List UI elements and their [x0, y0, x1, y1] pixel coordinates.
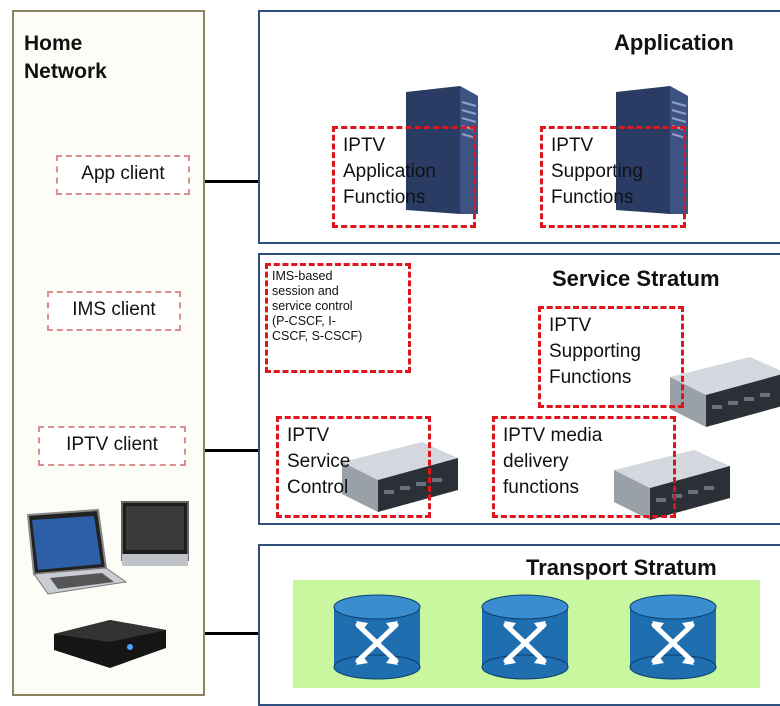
router-icon [629, 594, 717, 680]
service-stratum-title: Service Stratum [552, 266, 720, 291]
app-client: App client [56, 155, 190, 195]
rack-server-icon [614, 450, 730, 520]
connector-transport [205, 632, 259, 635]
connector-service [205, 449, 259, 452]
router-icon [333, 594, 421, 680]
laptop-icon [26, 508, 128, 595]
application-title: Application [614, 30, 734, 55]
router-icon [481, 594, 569, 680]
iptv-client: IPTV client [38, 426, 186, 466]
set-top-box-icon [54, 620, 166, 668]
iptv-supporting-functions-app: IPTV Supporting Functions [540, 126, 686, 228]
tv-icon [121, 501, 189, 566]
ims-session-control: IMS-based session and service control (P… [265, 263, 411, 373]
iptv-media-delivery-functions: IPTV media delivery functions [492, 416, 676, 518]
connector-application [205, 180, 259, 183]
transport-stratum-title: Transport Stratum [526, 555, 717, 580]
iptv-supporting-functions-service: IPTV Supporting Functions [538, 306, 684, 408]
ims-client: IMS client [47, 291, 181, 331]
rack-server-icon [670, 357, 780, 427]
iptv-application-functions: IPTV Application Functions [332, 126, 476, 228]
home-network-title: Home Network [24, 32, 107, 83]
iptv-service-control: IPTV Service Control [276, 416, 431, 518]
